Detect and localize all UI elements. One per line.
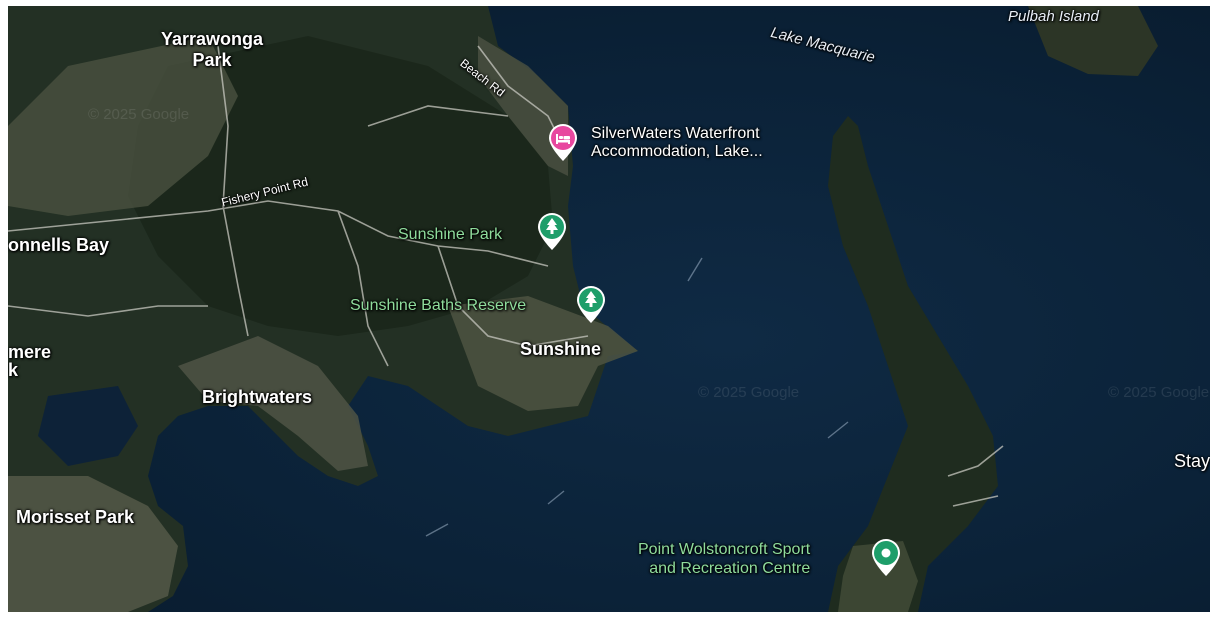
map-watermark: © 2025 Google	[698, 384, 800, 401]
bed-icon	[556, 134, 570, 144]
map-watermark: © 2025 Google	[1108, 384, 1210, 401]
sunshine-baths-marker[interactable]	[574, 285, 608, 325]
inlet-water	[38, 386, 138, 466]
suburb-sunshine	[448, 296, 638, 411]
satellite-map[interactable]: © 2025 Google © 2025 Google © 2025 Googl…	[8, 6, 1210, 612]
suburb-yarrawonga	[8, 36, 238, 216]
place-yarrawonga-park[interactable]: Yarrawonga Park	[161, 29, 264, 70]
place-connells-bay[interactable]: onnells Bay	[8, 235, 110, 255]
place-brightwaters[interactable]: Brightwaters	[202, 387, 313, 407]
tree-icon	[585, 291, 597, 307]
suburb-brightwaters	[178, 336, 368, 471]
place-stay[interactable]: Stay	[1174, 451, 1210, 471]
place-morisset-park[interactable]: Morisset Park	[16, 507, 135, 527]
place-sunshine[interactable]: Sunshine	[520, 339, 602, 359]
map-watermark: © 2025 Google	[88, 106, 190, 123]
sunshine-baths-label[interactable]: Sunshine Baths Reserve	[350, 297, 527, 314]
suburb-beach-rd	[478, 36, 568, 176]
boat-wakes	[425, 257, 849, 537]
map-terrain	[8, 6, 1158, 612]
point-wolstoncroft-label[interactable]: Point Wolstoncroft Sport and Recreation …	[638, 541, 811, 577]
sunshine-park-marker[interactable]	[535, 212, 569, 252]
point-wolstoncroft-marker[interactable]	[869, 538, 903, 578]
tree-icon	[546, 218, 558, 234]
pulbah-island-label: Pulbah Island	[1008, 8, 1099, 25]
place-mere[interactable]: mere k	[8, 342, 52, 380]
bushland-core	[128, 36, 553, 336]
peninsula-east	[828, 116, 998, 612]
hotel-label[interactable]: SilverWaters Waterfront Accommodation, L…	[591, 125, 763, 160]
hotel-marker[interactable]	[546, 123, 580, 163]
pulbah-island	[1028, 6, 1158, 76]
dot-icon	[881, 548, 891, 558]
suburb-morisset	[8, 476, 178, 612]
sunshine-park-label[interactable]: Sunshine Park	[398, 226, 503, 243]
